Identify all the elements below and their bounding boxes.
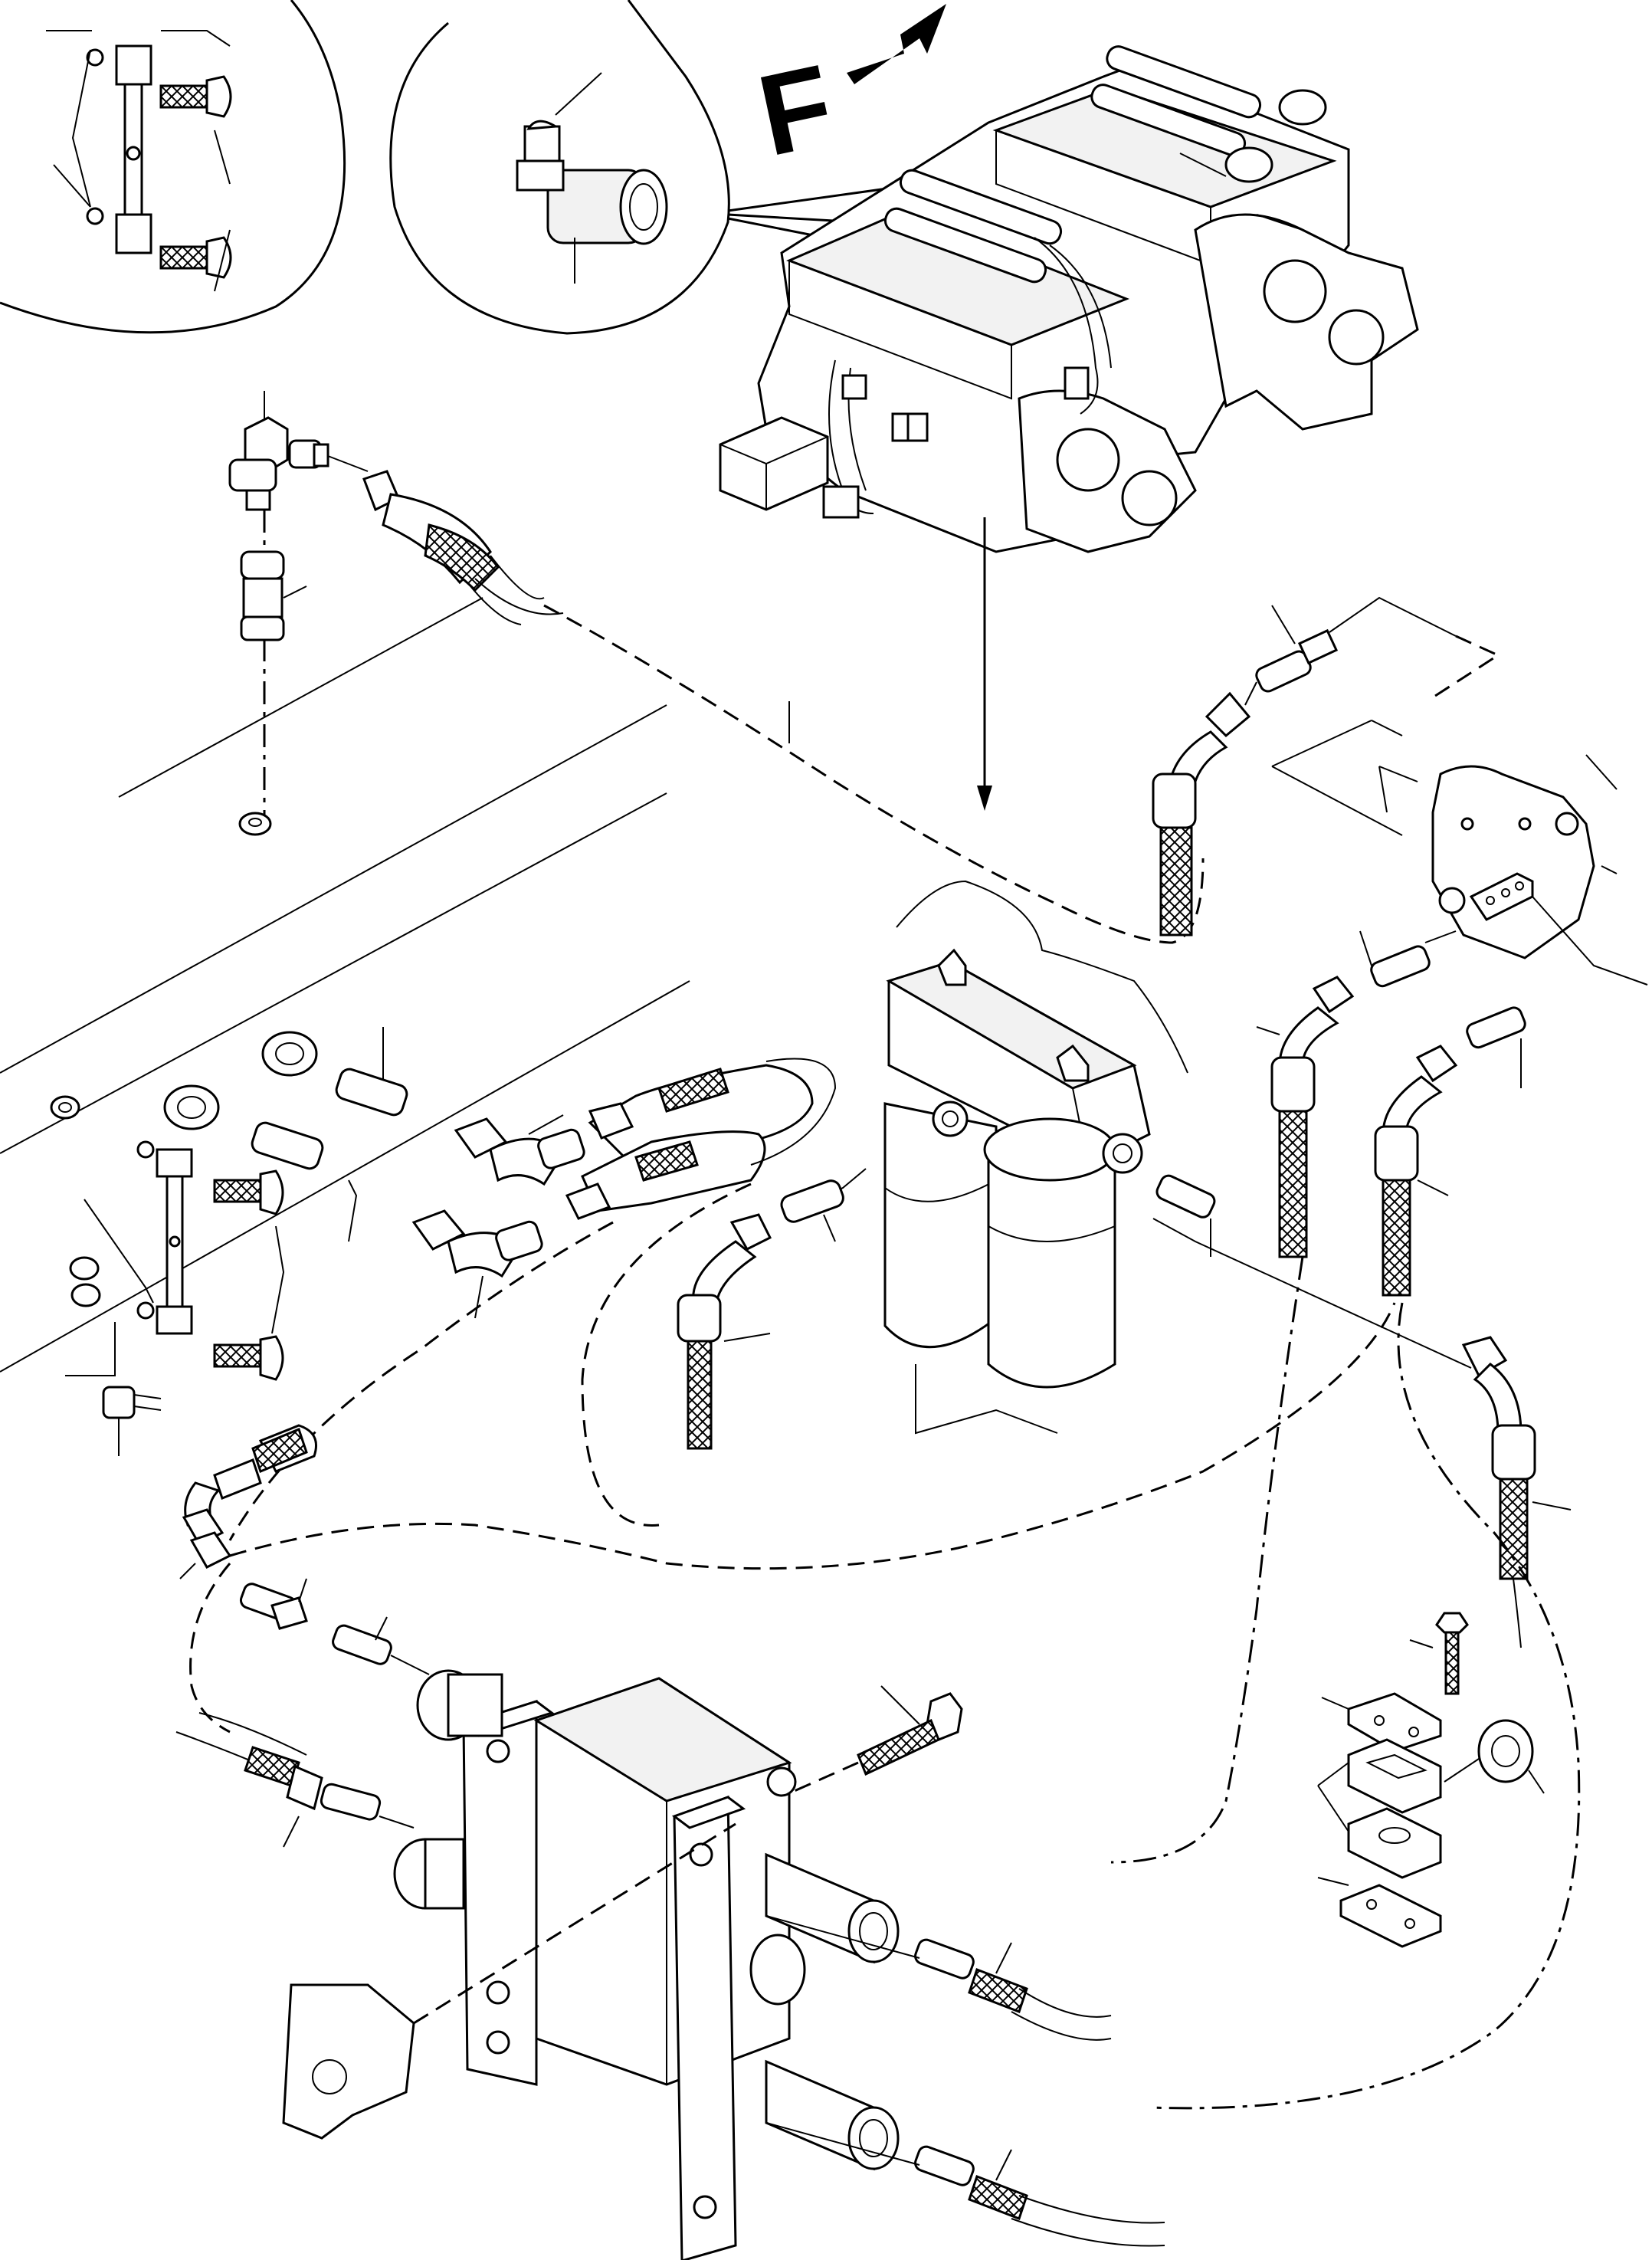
tee-block-top-left xyxy=(156,1148,193,1178)
tee-block-bottom-left xyxy=(156,1305,193,1335)
hose-lower-right xyxy=(1152,1174,1572,1648)
hose-to-filter-left xyxy=(677,1168,867,1450)
banjo-bolt-top xyxy=(159,75,232,118)
hose-clamp-kit xyxy=(1317,1612,1545,1948)
tee-fitting-left xyxy=(50,1095,285,1456)
front-label: F xyxy=(748,40,844,180)
hose-route-lower xyxy=(229,1302,1396,1570)
banjo-bolt-left-bottom xyxy=(213,1335,284,1381)
banjo-bolt-left-top xyxy=(213,1169,284,1215)
tee-block-top xyxy=(115,44,152,86)
hose-route-left xyxy=(228,1221,614,1541)
detail-view-solenoid-sensor xyxy=(389,0,1058,335)
hose-route-loop xyxy=(581,1182,752,1527)
front-arrow-icon xyxy=(847,4,946,84)
assembly-arrow xyxy=(977,517,992,811)
elbow-fitting-center-2 xyxy=(411,1209,543,1278)
twin-filter-assembly xyxy=(883,880,1188,1435)
clamp-plate-bottom xyxy=(1339,1884,1442,1948)
adapter-upper-right xyxy=(1255,628,1339,693)
hose-upper-right xyxy=(1152,596,1501,936)
o-ring-bottom xyxy=(86,207,104,225)
oil-cooler-block xyxy=(282,1669,900,2260)
elbow-fitting-upper xyxy=(228,391,564,625)
adapter-fittings-center-left xyxy=(163,1027,837,1319)
connector-upper xyxy=(238,510,307,836)
hose-left-lower xyxy=(175,1424,430,1848)
pressure-switch xyxy=(102,1386,162,1419)
solenoid-valve xyxy=(516,120,668,245)
manifold-mounting-plate xyxy=(1271,720,1648,986)
front-direction-marker: F xyxy=(748,4,946,180)
clamp-bolt xyxy=(1435,1612,1469,1695)
clamp-plate-top xyxy=(1347,1692,1442,1753)
outlet-hoses xyxy=(765,1915,1165,2247)
guide-lines xyxy=(0,597,690,1373)
tee-block-bottom xyxy=(115,213,152,254)
hoses-right xyxy=(1110,930,1581,2110)
hose-nut-upper-right xyxy=(1205,691,1251,738)
grommet xyxy=(1477,1719,1534,1783)
adapter-nipple-upper xyxy=(288,439,329,469)
detail-view-tee-fitting xyxy=(0,0,346,334)
adapter-lower-left xyxy=(239,1578,308,1630)
o-ring-top xyxy=(86,48,104,67)
hose-route-upper xyxy=(543,604,1205,944)
elbow-fitting-center-1 xyxy=(454,1117,585,1186)
seal-washer xyxy=(238,812,272,836)
adapter-lower-left-2 xyxy=(332,1616,392,1665)
mounting-bolt xyxy=(788,1685,963,1795)
control-valve-assembly xyxy=(719,45,1419,553)
